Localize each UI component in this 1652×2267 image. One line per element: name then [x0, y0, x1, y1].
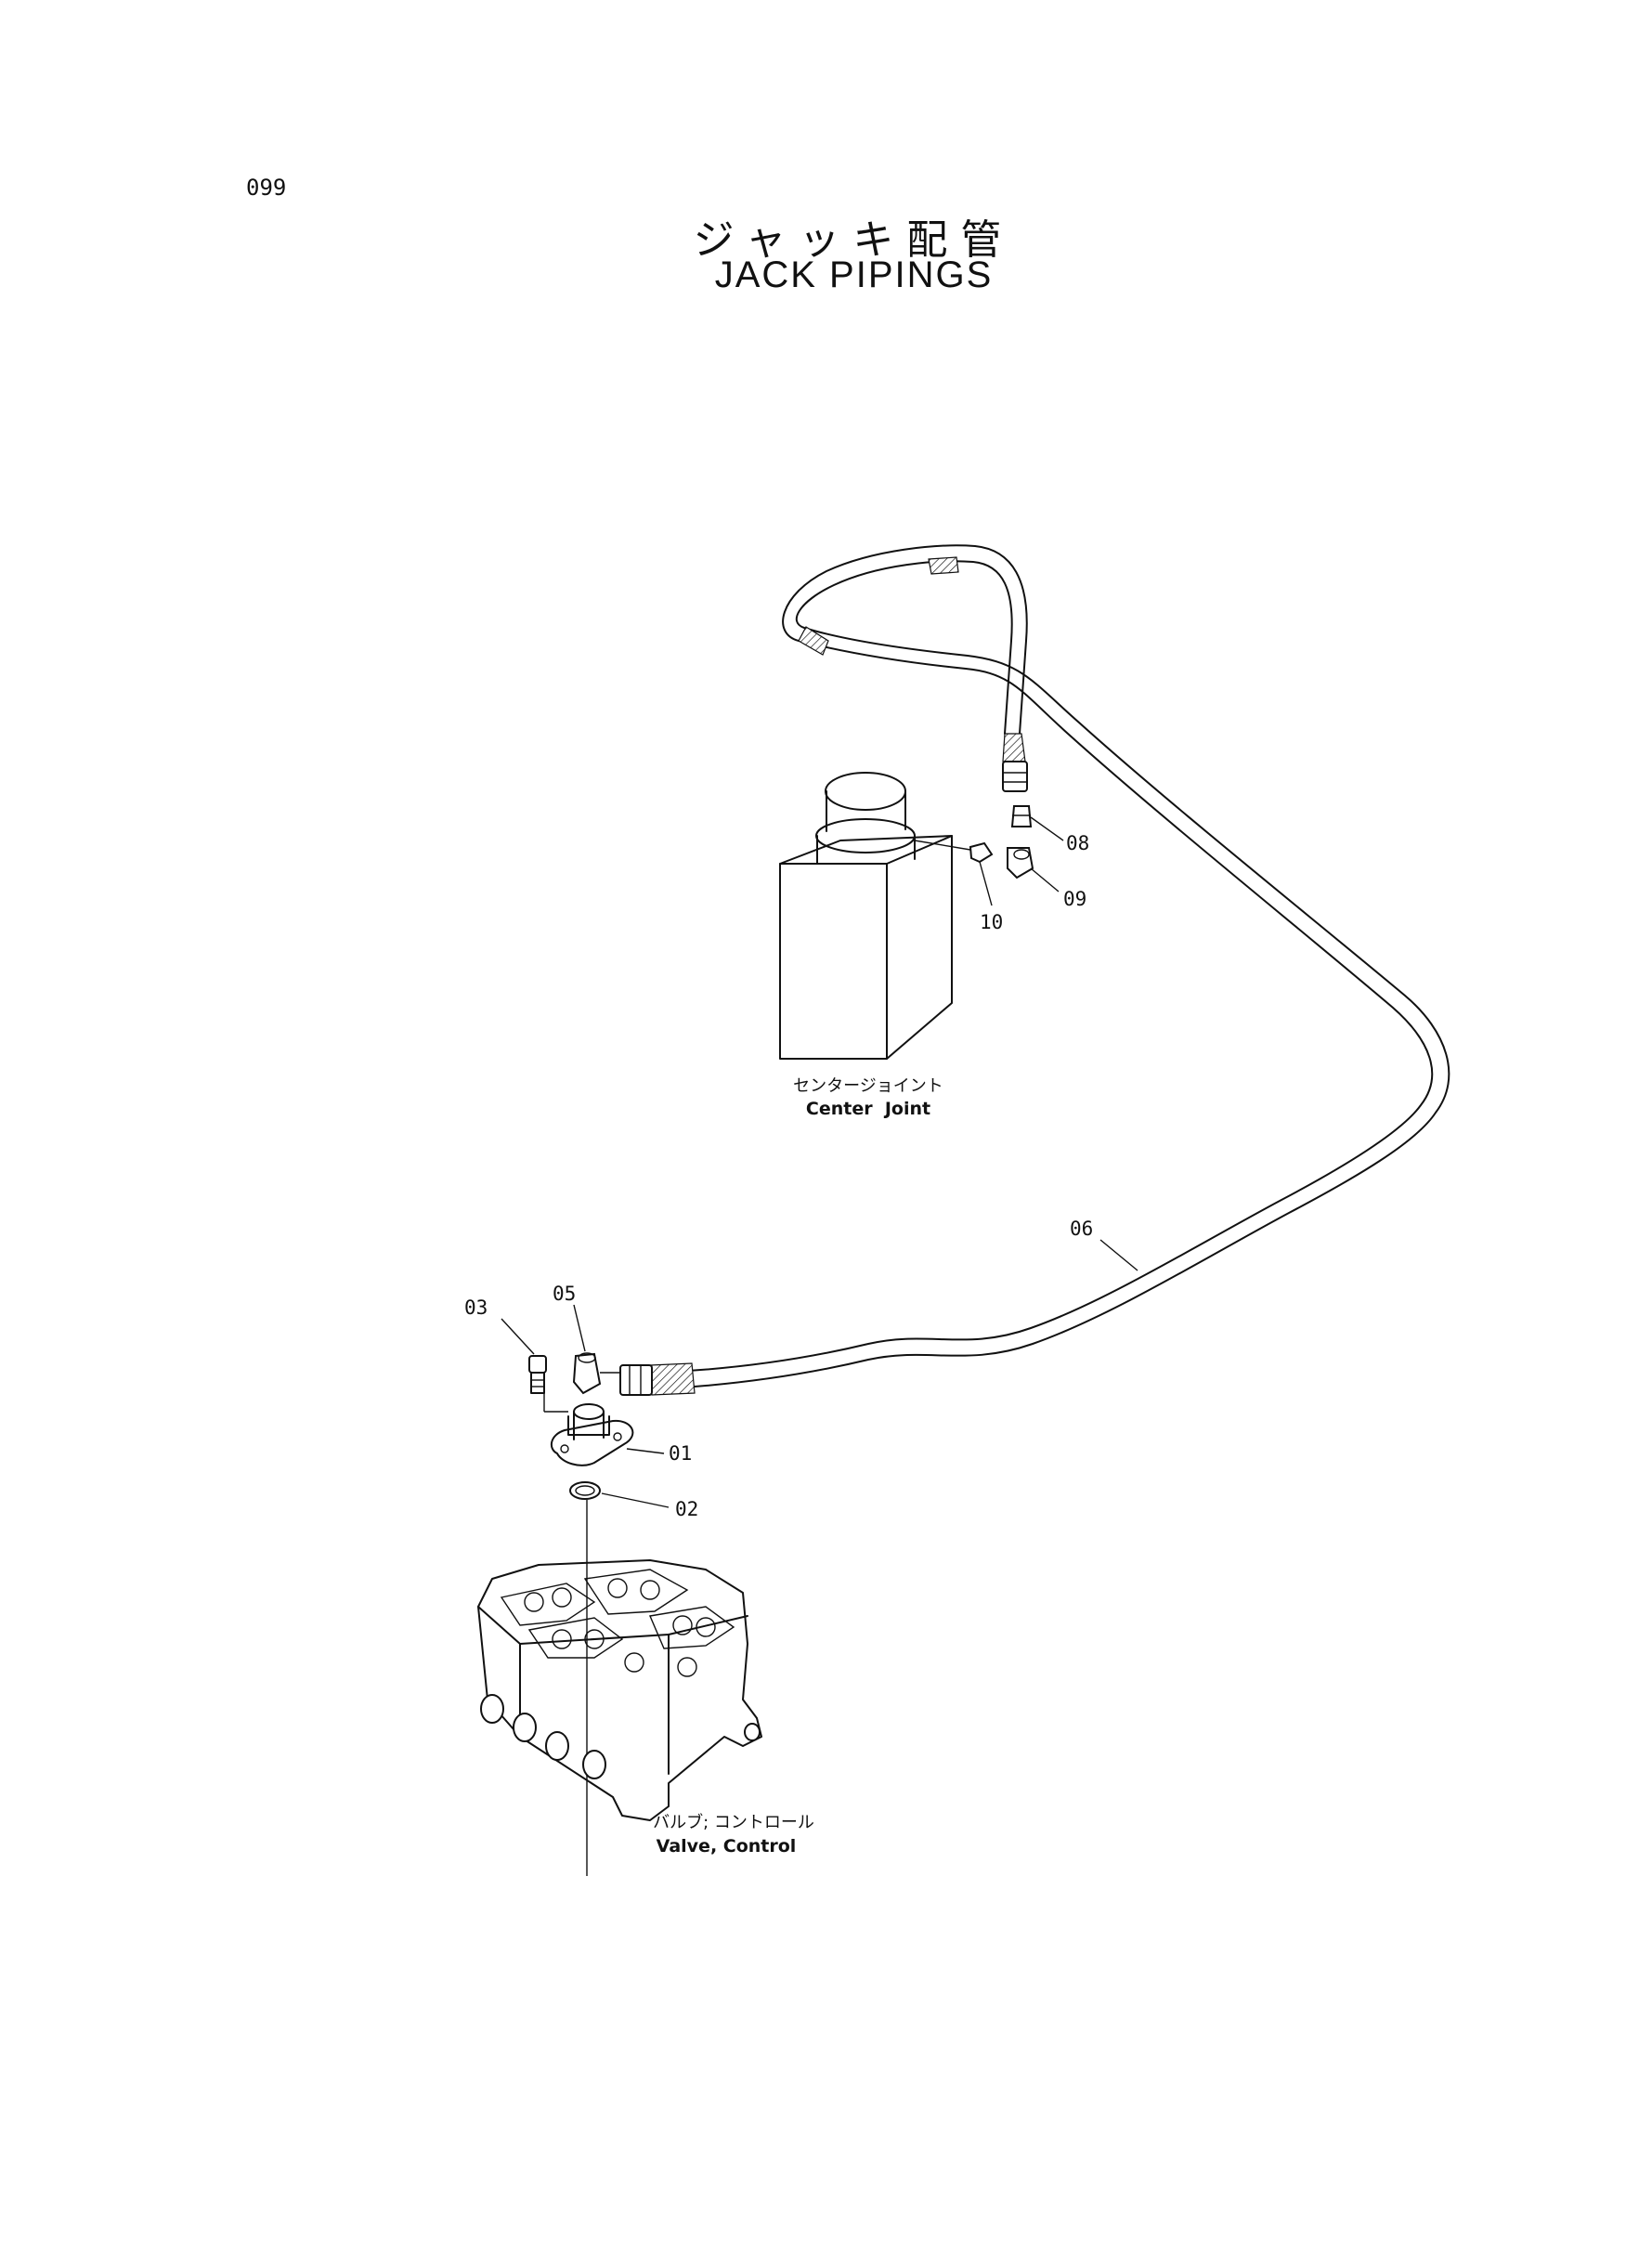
bolt-03: [528, 1355, 547, 1394]
title-japanese: ジャッキ配管: [693, 216, 1015, 264]
center-joint-label-jp: センタージョイント: [793, 1076, 943, 1096]
hose-06: [619, 544, 1450, 1396]
page-number: 099: [246, 175, 287, 201]
o-ring-02: [569, 1481, 601, 1500]
callout-10: 10: [980, 911, 1003, 933]
flange-01: [543, 1393, 634, 1466]
leader-lines: [501, 816, 1138, 1508]
adapter-10: [969, 841, 994, 864]
control-valve: [477, 1559, 762, 1821]
callout-05: 05: [553, 1283, 576, 1305]
center-joint-label-en: Center Joint: [806, 1099, 930, 1119]
callout-02: 02: [675, 1498, 698, 1520]
callout-03: 03: [464, 1296, 488, 1319]
callout-08: 08: [1066, 832, 1089, 854]
control-valve-label-en: Valve, Control: [657, 1836, 797, 1857]
elbow-05: [572, 1352, 620, 1395]
callout-01: 01: [669, 1442, 692, 1465]
hose-end-fitting-upper: [1002, 733, 1028, 792]
control-valve-label-jp: バルブ; コントロール: [653, 1812, 814, 1832]
callout-09: 09: [1063, 888, 1086, 910]
callout-06: 06: [1070, 1218, 1093, 1240]
title-english: JACK PIPINGS: [714, 254, 994, 295]
center-joint: [779, 772, 971, 1060]
elbow-09: [1007, 847, 1034, 879]
fitting-08: [1010, 805, 1033, 827]
